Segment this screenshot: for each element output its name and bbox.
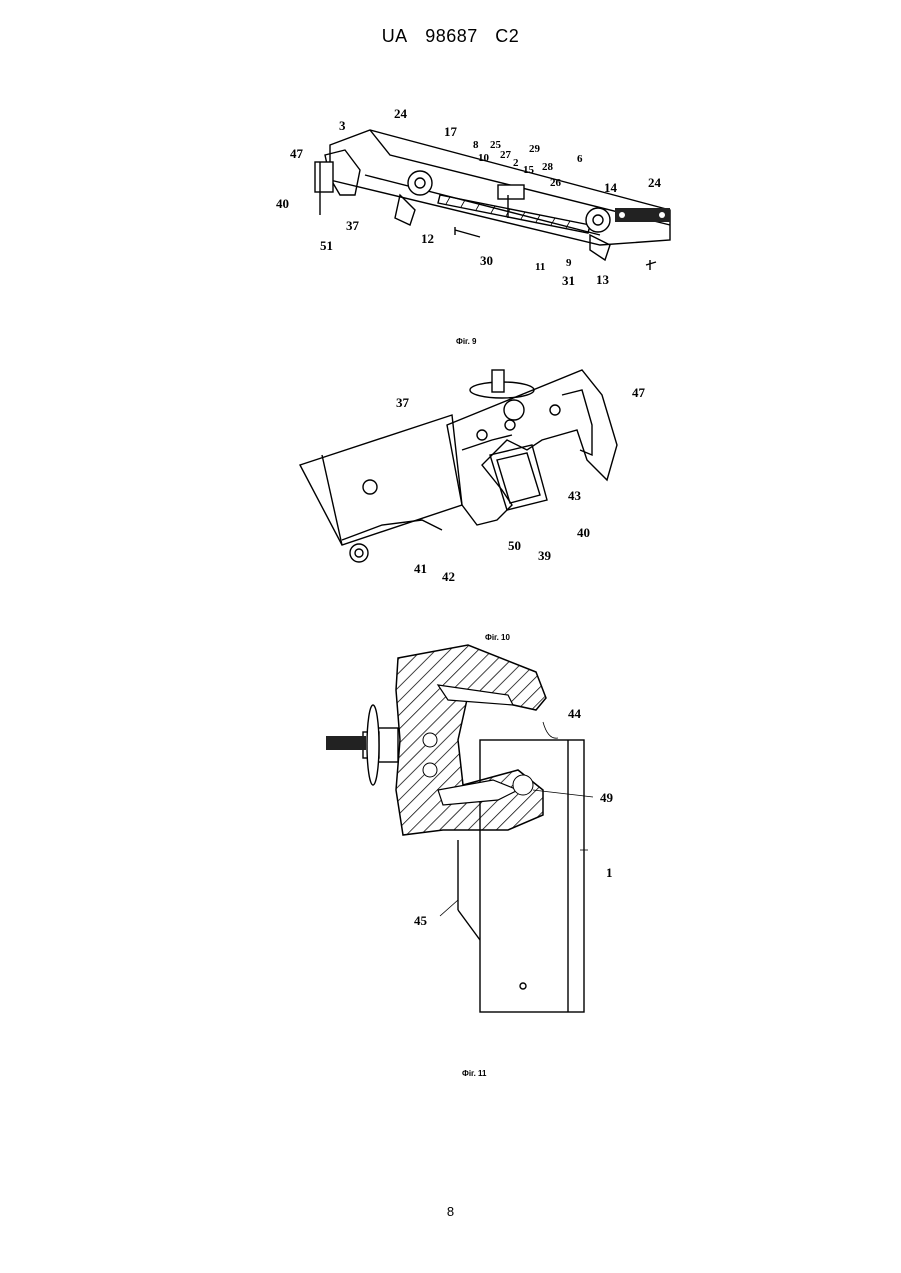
fig9-reference-label: 28: [542, 161, 554, 173]
fig10-reference-label: 39: [538, 548, 552, 563]
fig9-reference-label: 24: [648, 175, 662, 190]
fig9-reference-label: 3: [339, 118, 346, 133]
fig9-reference-label: 15: [523, 164, 535, 176]
fig9-reference-label: 24: [394, 106, 408, 121]
fig9-reference-label: 29: [529, 143, 541, 155]
fig9-reference-label: 13: [596, 272, 610, 287]
fig9-reference-label: 11: [535, 261, 545, 273]
fig9-reference-label: 2: [513, 157, 519, 169]
patent-number: 98687: [425, 26, 478, 46]
fig10-reference-label: 43: [568, 488, 582, 503]
fig9-reference-label: 47: [290, 146, 304, 161]
fig10-reference-label: 40: [577, 525, 590, 540]
fig10-reference-label: 42: [442, 569, 455, 584]
patent-header: UA 98687 C2: [0, 26, 901, 47]
figure-11-caption: Фіг. 11: [462, 1069, 486, 1078]
fig9-reference-label: 51: [320, 238, 333, 253]
fig11-reference-label: 44: [568, 706, 582, 721]
fig10-reference-label: 50: [508, 538, 521, 553]
fig9-reference-label: 12: [421, 231, 434, 246]
fig9-reference-label: 30: [480, 253, 493, 268]
figure-11-drawing: 44 49 1 45: [318, 640, 638, 1020]
fig11-reference-label: 49: [600, 790, 614, 805]
fig10-reference-label: 47: [632, 385, 646, 400]
figure-10-drawing: 37 47 43 40 39 50 41 42: [292, 355, 662, 590]
fig9-reference-label: 31: [562, 273, 575, 288]
fig10-reference-label: 37: [396, 395, 410, 410]
fig9-reference-label: 9: [566, 257, 572, 269]
patent-country: UA: [382, 26, 408, 46]
fig9-reference-label: 40: [276, 196, 289, 211]
fig9-reference-label: 8: [473, 139, 479, 151]
fig9-reference-label: 26: [550, 177, 562, 189]
fig9-reference-label: 6: [577, 153, 583, 165]
fig11-reference-label: 45: [414, 913, 428, 928]
page-number: 8: [0, 1204, 901, 1219]
figure-9-drawing: 3 24 47 40 51 37 17 8 25 10 27 2 29 15 2…: [270, 100, 680, 300]
figure-9-caption: Фіг. 9: [456, 337, 476, 346]
fig9-reference-label: 10: [478, 152, 490, 164]
fig10-reference-label: 41: [414, 561, 427, 576]
fig9-reference-label: 27: [500, 149, 512, 161]
fig9-reference-label: 14: [604, 180, 618, 195]
patent-kind: C2: [495, 26, 519, 46]
fig9-reference-label: 17: [444, 124, 458, 139]
fig11-reference-label: 1: [606, 865, 613, 880]
fig9-reference-label: 37: [346, 218, 360, 233]
